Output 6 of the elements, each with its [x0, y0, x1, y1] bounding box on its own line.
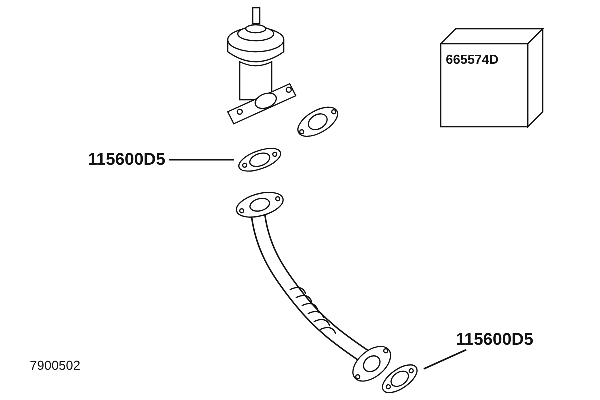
- article-number: 7900502: [30, 358, 81, 373]
- part-number: 115600D5: [456, 330, 534, 350]
- leader-line: [170, 159, 234, 161]
- part-number: 115600D5: [88, 150, 166, 170]
- leader-line: [424, 349, 467, 370]
- part-number: 665574D: [446, 52, 499, 67]
